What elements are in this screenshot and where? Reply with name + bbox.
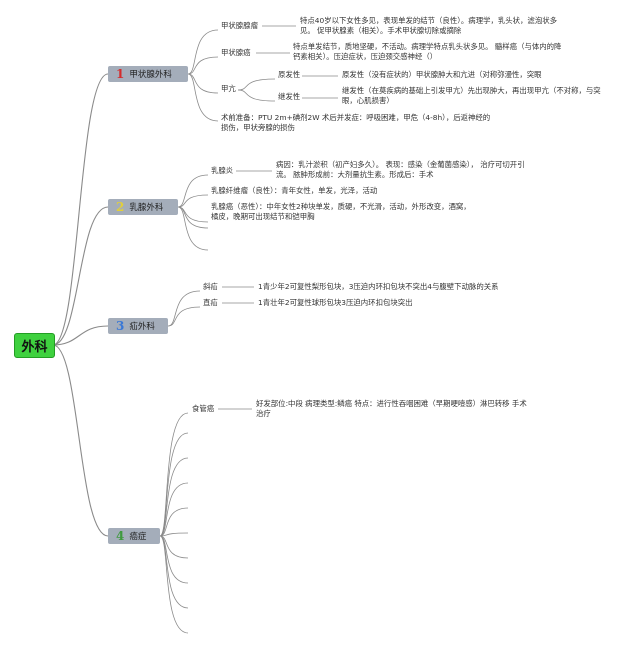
branch4-connector xyxy=(159,412,189,537)
branch-label: 癌症 xyxy=(129,532,147,542)
detail-indirect-hernia: 1青少年2可复性梨形包块，3压迫内环扣包块不突出4与腹壁下动脉的关系 xyxy=(258,282,499,291)
branch-number: 3 xyxy=(116,319,125,333)
branch1-connector xyxy=(187,29,219,75)
hyperthyroid-connector xyxy=(237,89,276,102)
root-node[interactable]: 外科 xyxy=(14,333,55,358)
node-breast-cancer[interactable]: 乳腺癌（恶性）：中年女性2种块单发，质硬，不光滑，活动，外形改变，酒窝，橘皮，晚… xyxy=(211,202,471,221)
branch2-connector xyxy=(177,206,209,229)
branch-label: 乳腺外科 xyxy=(129,203,164,213)
node-fibroadenoma[interactable]: 乳腺纤维瘤（良性）：青年女性，单发，光泽，活动 xyxy=(211,186,378,195)
branch2-connector xyxy=(177,206,209,251)
branch-number: 1 xyxy=(116,67,125,81)
branch4-connector xyxy=(159,432,189,537)
branch2-connector xyxy=(177,194,209,208)
branch2-connector xyxy=(177,174,209,208)
branch-label: 甲状腺外科 xyxy=(129,70,172,80)
detail-thyroid-adenoma: 特点40岁以下女性多见，表现单发的结节（良性）。病理学，乳头状，滤泡状多见。 促… xyxy=(300,16,557,35)
root-connector-3 xyxy=(52,325,109,346)
root-connector-4 xyxy=(52,344,109,537)
node-preop-postop[interactable]: 术前准备：PTU 2m+碘剂2W 术后并发症：呼吸困难，甲危（4-8h），后返神… xyxy=(221,113,491,132)
hyperthyroid-connector xyxy=(237,78,276,91)
branch-number: 4 xyxy=(116,529,125,543)
detail-secondary-hyperthyroidism: 继发性（在莫疾病的基础上引发甲亢）先出现肿大，再出现甲亢（不对称，与突眼，心肌损… xyxy=(342,86,601,105)
branch1-connector xyxy=(187,73,219,94)
branch1-connector xyxy=(187,73,219,122)
branch4-connector xyxy=(159,507,189,537)
branch3-connector xyxy=(167,306,201,327)
branch-cancer[interactable]: 4 癌症 xyxy=(108,528,160,544)
root-connector-2 xyxy=(52,206,109,346)
root-connector-1 xyxy=(52,73,109,346)
detail-esophageal-cancer: 好发部位:中段 病理类型:鳞癌 特点：进行性吞咽困难（早期哽噎感）淋巴转移 手术… xyxy=(256,399,527,418)
branch-hernia-surgery[interactable]: 3 疝外科 xyxy=(108,318,168,334)
branch4-connector xyxy=(159,482,189,537)
branch4-connector xyxy=(159,532,189,537)
branch4-connector xyxy=(159,457,189,537)
branch1-connector xyxy=(187,56,219,75)
node-hyperthyroidism[interactable]: 甲亢 xyxy=(221,84,236,93)
node-indirect-hernia[interactable]: 斜疝 xyxy=(203,282,218,291)
detail-mastitis: 病因：乳汁淤积（初产妇多久）。 表现：感染（金葡菌感染）， 治疗可切开引流。 脓… xyxy=(276,160,525,179)
branch-number: 2 xyxy=(116,200,125,214)
branch3-connector xyxy=(167,290,201,327)
node-thyroid-cancer[interactable]: 甲状腺癌 xyxy=(221,48,251,57)
detail-direct-hernia: 1青壮年2可复性球形包块3压迫内环扣包块突出 xyxy=(258,298,413,307)
branch-thyroid-surgery[interactable]: 1 甲状腺外科 xyxy=(108,66,188,82)
branch4-connector xyxy=(159,535,189,634)
branch-breast-surgery[interactable]: 2 乳腺外科 xyxy=(108,199,178,215)
node-thyroid-adenoma[interactable]: 甲状腺腺瘤 xyxy=(221,21,258,30)
node-direct-hernia[interactable]: 直疝 xyxy=(203,298,218,307)
branch-label: 疝外科 xyxy=(129,322,155,332)
detail-primary-hyperthyroidism: 原发性（没有症状的）甲状腺肿大和亢进（对称弥漫性，突眼 xyxy=(342,70,542,79)
node-secondary-hyperthyroidism[interactable]: 继发性 xyxy=(278,92,301,101)
node-primary-hyperthyroidism[interactable]: 原发性 xyxy=(278,70,301,79)
node-mastitis[interactable]: 乳腺炎 xyxy=(211,166,234,175)
detail-thyroid-cancer: 特点单发结节，质地坚硬，不活动。病理学特点乳头状多见。 髓样癌（与体内的降钙素相… xyxy=(293,42,562,61)
node-esophageal-cancer[interactable]: 食管癌 xyxy=(192,404,215,413)
